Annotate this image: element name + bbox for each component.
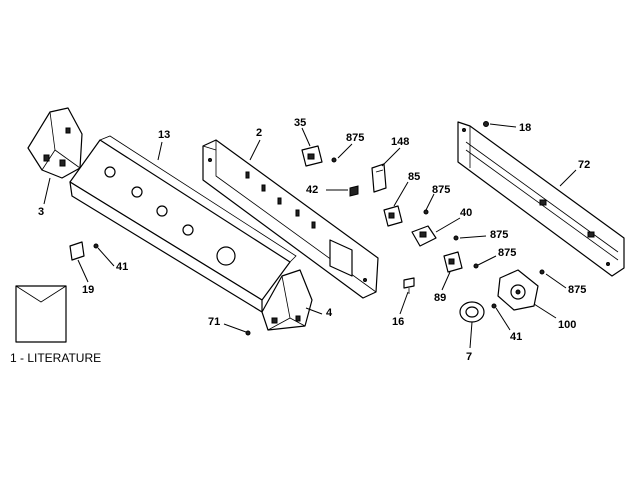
screws — [93, 121, 545, 336]
callout-85: 85 — [408, 171, 420, 183]
callout-875: 875 — [346, 132, 364, 144]
literature-envelope-icon — [15, 285, 67, 343]
part-4-right-end-cap — [261, 269, 313, 331]
callout-71: 71 — [208, 316, 220, 328]
part-19-button — [69, 241, 85, 261]
callout-4: 4 — [326, 307, 333, 319]
part-13-front-panel — [69, 135, 297, 313]
callout-40: 40 — [460, 207, 472, 219]
callout-3: 3 — [38, 206, 44, 218]
callout-16: 16 — [392, 316, 404, 328]
part-72-rear-panel — [457, 121, 625, 277]
part-7-knob — [459, 301, 485, 323]
part-40-switch — [411, 225, 437, 247]
callout-13: 13 — [158, 129, 170, 141]
callout-875: 875 — [568, 284, 586, 296]
leader-lines — [43, 123, 577, 349]
part-89-switch — [443, 251, 463, 273]
part-148-switch — [371, 163, 387, 193]
part-35-switch — [301, 145, 323, 167]
callout-89: 89 — [434, 292, 446, 304]
part-85-switch — [383, 205, 403, 227]
callout-42: 42 — [306, 184, 318, 196]
part-2-control-bracket — [202, 139, 379, 299]
callout-875: 875 — [498, 247, 516, 259]
literature-label: 1 - LITERATURE — [10, 351, 101, 365]
callout-41: 41 — [510, 331, 522, 343]
part-100-timer — [497, 269, 539, 311]
callout-148: 148 — [391, 136, 409, 148]
part-3-left-end-cap — [27, 107, 83, 179]
callout-875: 875 — [490, 229, 508, 241]
part-42-screw — [349, 185, 359, 197]
callout-18: 18 — [519, 122, 531, 134]
callout-7: 7 — [466, 351, 472, 363]
callout-19: 19 — [82, 284, 94, 296]
callout-35: 35 — [294, 117, 306, 129]
callout-41: 41 — [116, 261, 128, 273]
callout-875: 875 — [432, 184, 450, 196]
callout-72: 72 — [578, 159, 590, 171]
callout-labels: 13 2 35 875 148 18 72 3 42 85 875 40 875… — [38, 117, 590, 363]
part-16-clip — [403, 277, 415, 294]
callout-2: 2 — [256, 127, 262, 139]
callout-100: 100 — [558, 319, 576, 331]
